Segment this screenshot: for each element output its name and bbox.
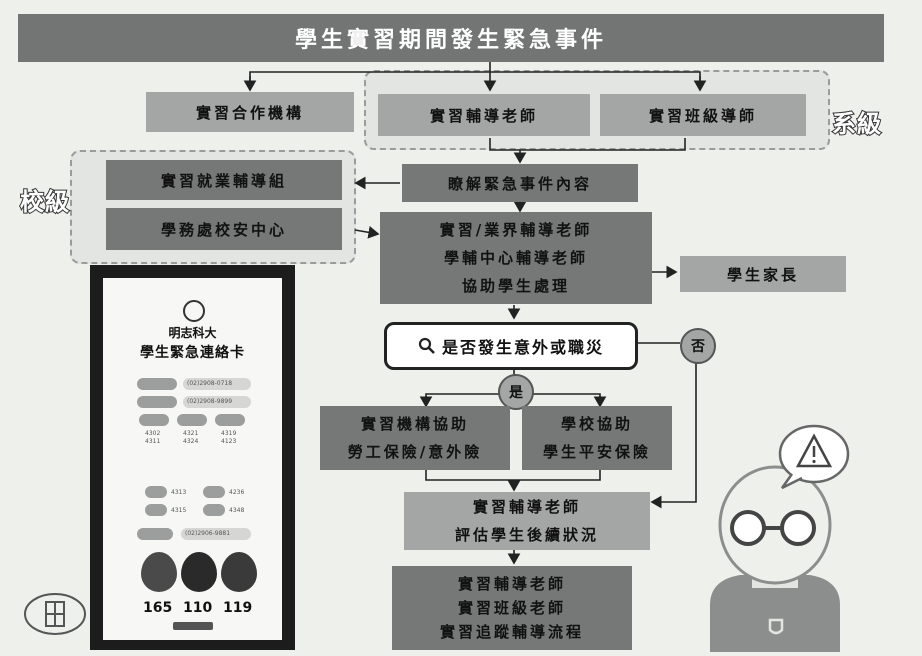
card-label-pill-2 [137, 396, 177, 408]
question-text: 是否發生意外或職災 [441, 338, 604, 357]
card-phone-2-pill [183, 396, 251, 408]
evaluate-line-2: 評估學生後續狀況 [454, 526, 599, 544]
card-label-pill-4 [177, 414, 207, 426]
dept-level-label: 系級 [831, 109, 882, 139]
org-assist-line-1: 實習機構協助 [360, 415, 469, 433]
evaluate-box: 實習輔導老師 評估學生後續狀況 [404, 492, 650, 550]
career-office-box: 實習就業輔導組 [106, 160, 342, 200]
followup-line-1: 實習輔導老師 [457, 575, 566, 593]
no-badge: 否 [680, 328, 716, 364]
card-number-3: 119 [223, 600, 253, 616]
card-ext-g: 4348 [229, 507, 245, 514]
assist-student-box: 實習/業界輔導老師 學輔中心輔導老師 協助學生處理 [380, 212, 652, 304]
followup-box: 實習輔導老師 實習班級老師 實習追蹤輔導流程 [392, 566, 632, 650]
card-phone-3-pill [181, 528, 251, 540]
card-ext-b2: 4324 [183, 438, 199, 445]
school-assist-line-2: 學生平安保險 [542, 443, 651, 461]
card-label-pill-3 [139, 414, 169, 426]
ambulance-balloon-icon [221, 552, 257, 592]
school-insurance-box: 學校協助 學生平安保險 [522, 406, 672, 470]
card-number-2: 110 [183, 600, 213, 616]
advisor-box: 實習輔導老師 [378, 94, 590, 136]
school-level-label: 校級 [19, 187, 70, 217]
followup-line-3: 實習追蹤輔導流程 [439, 623, 584, 641]
card-ext-f: 4315 [171, 507, 187, 514]
school-assist-line-1: 學校協助 [560, 415, 633, 433]
police-balloon-icon [141, 552, 177, 592]
card-phone-2: (02)2908-9899 [187, 398, 233, 405]
card-label-pill-9 [203, 504, 225, 516]
yes-badge: 是 [498, 374, 534, 410]
card-ext-e: 4236 [229, 489, 245, 496]
card-label-pill-8 [145, 504, 167, 516]
page-title: 學生實習期間發生緊急事件 [18, 14, 884, 62]
partner-org-box: 實習合作機構 [146, 92, 354, 132]
understand-event-box: 瞭解緊急事件內容 [402, 164, 638, 202]
assist-line-3: 協助學生處理 [461, 277, 570, 295]
card-phone-3: (02)2906-9881 [185, 530, 231, 537]
card-school-name: 明志科大 [168, 326, 217, 340]
card-phone-1: (02)2908-0718 [187, 380, 233, 387]
magnifier-icon [418, 337, 436, 355]
card-label-pill-1 [137, 378, 177, 390]
teacher-illustration [700, 430, 850, 656]
card-ext-c2: 4123 [221, 438, 237, 445]
card-title: 學生緊急連絡卡 [140, 345, 245, 361]
org-insurance-box: 實習機構協助 勞工保險/意外險 [320, 406, 510, 470]
fire-balloon-icon [181, 552, 217, 592]
emergency-contact-card: 明志科大 學生緊急連絡卡 (02)2908-0718 (02)2908-9899… [90, 265, 295, 650]
card-label-pill-7 [203, 486, 225, 498]
class-mentor-box: 實習班級導師 [600, 94, 806, 136]
card-phone-1-pill [183, 378, 251, 390]
card-ext-a2: 4311 [145, 438, 161, 445]
card-label-pill-5 [215, 414, 245, 426]
security-center-box: 學務處校安中心 [106, 208, 342, 250]
evaluate-line-1: 實習輔導老師 [472, 498, 581, 516]
org-assist-line-2: 勞工保險/意外險 [347, 443, 483, 461]
parents-box: 學生家長 [680, 256, 846, 292]
card-ext-a1: 4302 [145, 430, 161, 437]
warning-bubble-icon [772, 424, 852, 496]
school-emblem-icon [183, 300, 205, 322]
accident-question-box: 是否發生意外或職災 [384, 322, 638, 370]
card-label-pill-6 [145, 486, 167, 498]
card-footer-logo [173, 622, 213, 630]
card-ext-d: 4313 [171, 489, 187, 496]
assist-line-2: 學輔中心輔導老師 [443, 249, 588, 267]
card-ext-c1: 4319 [221, 430, 237, 437]
university-logo-icon [22, 590, 88, 642]
assist-line-1: 實習/業界輔導老師 [439, 221, 593, 239]
followup-line-2: 實習班級老師 [457, 599, 566, 617]
card-number-1: 165 [143, 600, 173, 616]
card-ext-b1: 4321 [183, 430, 199, 437]
card-label-pill-10 [137, 528, 173, 540]
